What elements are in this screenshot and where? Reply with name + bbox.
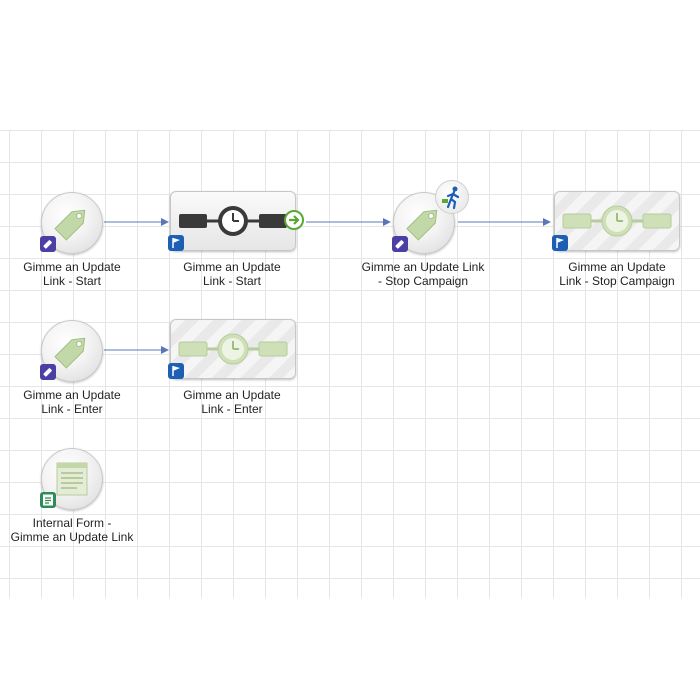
flow-box-active: [170, 191, 296, 251]
flow-flag-icon: [168, 235, 184, 251]
flow-flag-icon: [552, 235, 568, 251]
node-start-flow[interactable]: [168, 191, 310, 253]
smart-list-icon: [392, 236, 408, 252]
wait-clock-icon: [179, 206, 287, 236]
form-icon: [56, 462, 88, 496]
node-start-trigger[interactable]: [40, 192, 103, 254]
label-start-trigger: Gimme an Update Link - Start: [23, 260, 121, 288]
flow-flag-icon: [168, 363, 184, 379]
flow-box-inactive: [170, 319, 296, 379]
flow-box-inactive: [554, 191, 680, 251]
go-arrow-icon: [284, 210, 304, 230]
tag-icon: [54, 209, 86, 241]
label-stop-trigger: Gimme an Update Link - Stop Campaign: [361, 260, 485, 288]
node-enter-trigger[interactable]: [40, 320, 103, 382]
tag-icon: [406, 209, 438, 241]
smart-list-icon: [40, 236, 56, 252]
connectors: [104, 218, 551, 354]
wait-clock-icon: [562, 205, 672, 237]
tag-icon: [54, 337, 86, 369]
node-stop-trigger[interactable]: [392, 180, 473, 254]
wait-clock-icon: [178, 333, 288, 365]
node-stop-flow[interactable]: [552, 191, 680, 253]
label-stop-flow: Gimme an Update Link - Stop Campaign: [559, 260, 675, 288]
trigger-circle: [41, 192, 103, 254]
node-internal-form[interactable]: [40, 448, 103, 510]
campaign-canvas[interactable]: Gimme an Update Link - Start G: [0, 130, 700, 598]
form-badge-icon: [40, 492, 56, 508]
label-enter-flow: Gimme an Update Link - Enter: [183, 388, 281, 416]
node-enter-flow[interactable]: [168, 319, 296, 381]
label-internal-form: Internal Form - Gimme an Update Link: [10, 516, 134, 544]
smart-list-icon: [40, 364, 56, 380]
label-enter-trigger: Gimme an Update Link - Enter: [23, 388, 121, 416]
person-walking-icon: [435, 180, 469, 214]
label-start-flow: Gimme an Update Link - Start: [183, 260, 281, 288]
